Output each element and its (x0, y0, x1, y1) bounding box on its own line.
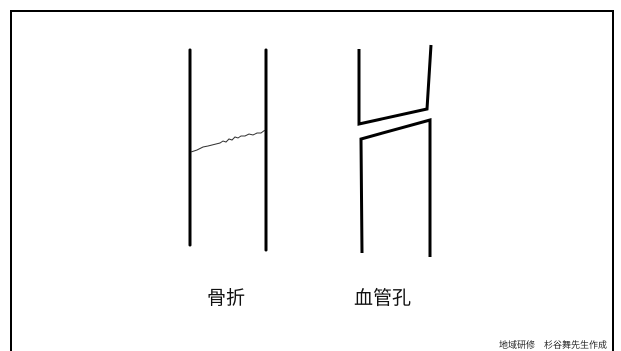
vascular-canal-illustration (357, 44, 433, 257)
fracture-label: 骨折 (207, 287, 246, 309)
fracture-line (190, 129, 266, 153)
vascular-canal-label: 血管孔 (354, 287, 412, 309)
fracture-illustration (188, 48, 268, 252)
canal-lower-segment (359, 118, 432, 257)
slide-frame (10, 10, 614, 351)
canal-upper-segment (357, 44, 433, 126)
author-credit: 地域研修 杉谷舞先生作成 (498, 341, 607, 351)
